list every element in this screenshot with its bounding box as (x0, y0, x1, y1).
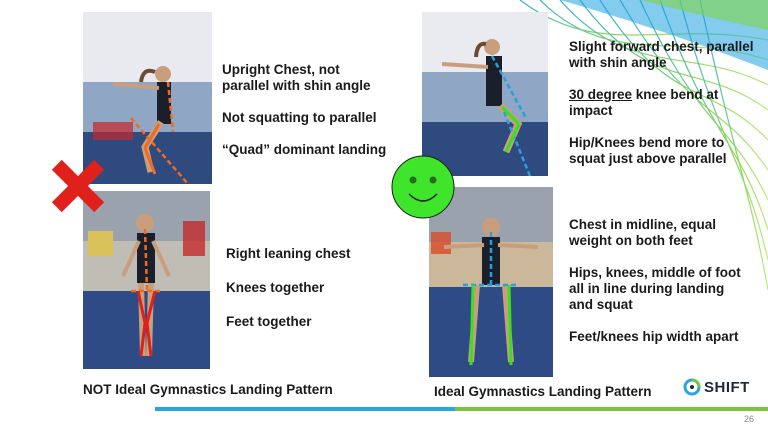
note: Knees together (226, 280, 325, 295)
caption-ideal: Ideal Gymnastics Landing Pattern (434, 384, 652, 399)
note: Right leaning chest (226, 246, 351, 261)
note: Hip/Knees bend more to squat just above … (569, 135, 727, 166)
left-bottom-notes: Right leaning chest Knees together Feet … (226, 246, 376, 330)
red-x-icon (52, 160, 104, 212)
footer-bar-green (455, 407, 768, 411)
photo-squat-front-not-ideal (83, 191, 210, 369)
underlined-text: 30 degree (569, 87, 633, 102)
logo-text: SHIFT (704, 378, 750, 396)
caption-not-ideal: NOT Ideal Gymnastics Landing Pattern (83, 382, 333, 397)
shift-logo-icon (683, 378, 701, 396)
note-knee-bend: 30 degree knee bend at impact (569, 87, 759, 119)
shift-logo: SHIFT (683, 378, 750, 396)
smiley-face-icon (391, 155, 455, 219)
text: knee bend at impact (569, 87, 719, 118)
photo-squat-side-not-ideal (83, 12, 212, 184)
note: Not squatting to parallel (222, 110, 377, 125)
right-bottom-notes: Chest in midline, equal weight on both f… (569, 217, 749, 345)
note: Upright Chest, not parallel with shin an… (222, 62, 371, 93)
footer-bar-blue (155, 407, 455, 411)
right-top-notes: Slight forward chest, parallel with shin… (569, 39, 759, 167)
note: Feet/knees hip width apart (569, 329, 739, 344)
left-top-notes: Upright Chest, not parallel with shin an… (222, 62, 387, 158)
page-number: 26 (743, 414, 754, 424)
photo-squat-side-ideal (422, 12, 548, 176)
note: Slight forward chest, parallel with shin… (569, 39, 754, 70)
note: Feet together (226, 314, 312, 329)
note: “Quad” dominant landing (222, 142, 387, 157)
photo-squat-front-ideal (429, 187, 553, 377)
note: Chest in midline, equal weight on both f… (569, 217, 717, 248)
note: Hips, knees, middle of foot all in line … (569, 265, 741, 312)
